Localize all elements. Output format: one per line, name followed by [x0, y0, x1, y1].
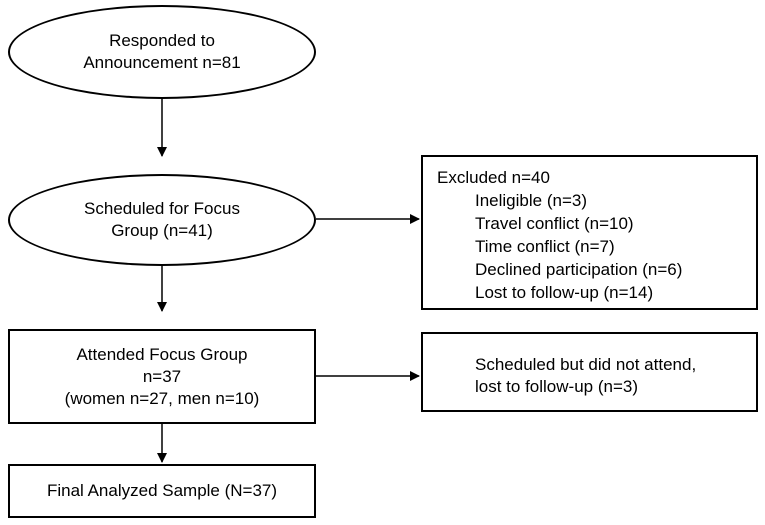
node-text-line: Announcement n=81	[83, 53, 241, 72]
excluded-reason-item: Lost to follow-up (n=14)	[475, 283, 654, 302]
node-text-line: Scheduled but did not attend,	[475, 355, 697, 374]
node-scheduled-for-focus-group: Scheduled for Focus Group (n=41)	[8, 174, 316, 266]
node-text-line: Scheduled for Focus	[84, 199, 240, 218]
excluded-title: Excluded n=40	[437, 168, 550, 187]
node-attended-focus-group: Attended Focus Group n=37 (women n=27, m…	[8, 329, 316, 424]
node-excluded: Excluded n=40 Ineligible (n=3) Travel co…	[421, 155, 758, 310]
node-final-analyzed-sample: Final Analyzed Sample (N=37)	[8, 464, 316, 518]
excluded-reason-item: Travel conflict (n=10)	[475, 214, 634, 233]
node-text-line: Group (n=41)	[111, 221, 213, 240]
excluded-reason-item: Declined participation (n=6)	[475, 260, 683, 279]
node-text-line: Attended Focus Group	[76, 344, 248, 364]
excluded-reason-item: Ineligible (n=3)	[475, 191, 587, 210]
excluded-reason-item: Time conflict (n=7)	[475, 237, 615, 256]
node-text-line: lost to follow-up (n=3)	[475, 377, 638, 396]
node-responded-to-announcement: Responded to Announcement n=81	[8, 5, 316, 99]
node-text-line: Responded to	[109, 31, 215, 50]
node-text-line: n=37	[142, 366, 182, 386]
node-text-line: Final Analyzed Sample (N=37)	[46, 481, 278, 500]
node-text-line: (women n=27, men n=10)	[64, 388, 260, 408]
excluded-reasons-list: Ineligible (n=3) Travel conflict (n=10) …	[437, 189, 756, 304]
node-scheduled-did-not-attend: Scheduled but did not attend, lost to fo…	[421, 332, 758, 412]
